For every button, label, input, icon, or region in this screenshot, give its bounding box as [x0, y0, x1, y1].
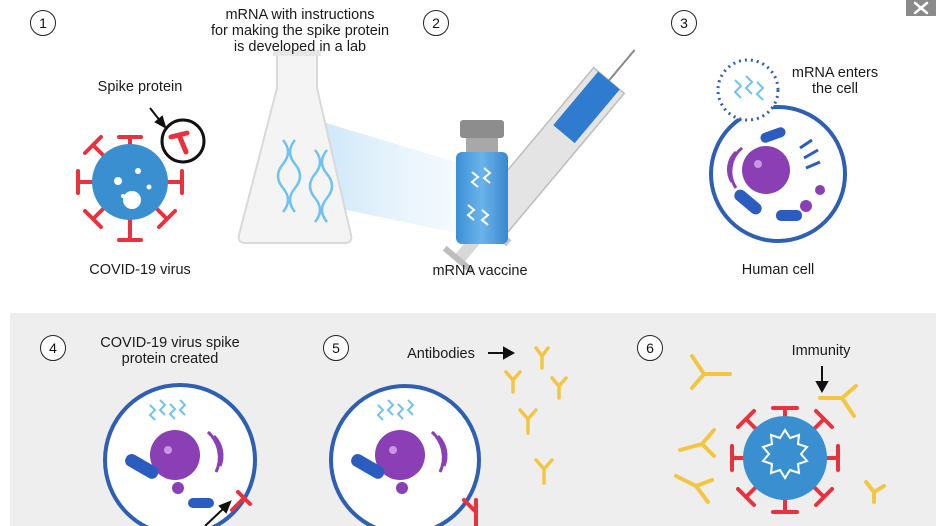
- lab-flask-icon: [237, 50, 353, 244]
- covid-virus-caption: COVID-19 virus: [89, 262, 191, 278]
- human-cell-caption: Human cell: [741, 262, 815, 278]
- cell-with-antigen-icon: [329, 384, 481, 526]
- step-number-5: 5: [323, 335, 349, 361]
- spike-created-line-1: COVID-19 virus spike: [100, 335, 240, 351]
- step-number-2: 2: [423, 10, 449, 36]
- lab-text-line-2: for making the spike protein: [210, 23, 390, 39]
- close-button[interactable]: [906, 0, 936, 16]
- step-number-4: 4: [40, 335, 66, 361]
- mrna-enters-line-2: the cell: [812, 81, 858, 97]
- mrna-vaccine-caption: mRNA vaccine: [432, 263, 528, 279]
- step-number-3: 3: [671, 10, 697, 36]
- human-cell-icon: [709, 58, 847, 243]
- spike-protein-label: Spike protein: [97, 79, 183, 95]
- step-number-1: 1: [30, 10, 56, 36]
- arrow-icon: [204, 500, 232, 526]
- arrow-icon: [488, 346, 516, 360]
- immunity-virus-icon: [730, 406, 840, 514]
- immunity-label: Immunity: [791, 343, 851, 359]
- spike-created-line-2: protein created: [121, 351, 219, 367]
- lab-text-line-1: mRNA with instructions: [225, 7, 375, 23]
- lab-text-line-3: is developed in a lab: [233, 39, 367, 55]
- spike-protein-highlight: [149, 107, 206, 164]
- covid-virus-icon: [76, 135, 184, 242]
- antibodies-label: Antibodies: [407, 346, 475, 362]
- arrow-icon: [149, 107, 167, 130]
- cell-spike-creation-icon: [103, 383, 257, 526]
- mrna-enters-line-1: mRNA enters: [791, 65, 879, 81]
- step-number-6: 6: [637, 335, 663, 361]
- arrow-icon: [815, 366, 829, 394]
- close-icon: [913, 1, 929, 15]
- antibodies-icon: [504, 346, 568, 485]
- antibodies-bound-icon: [674, 354, 886, 504]
- vaccine-vial-icon: [456, 120, 508, 244]
